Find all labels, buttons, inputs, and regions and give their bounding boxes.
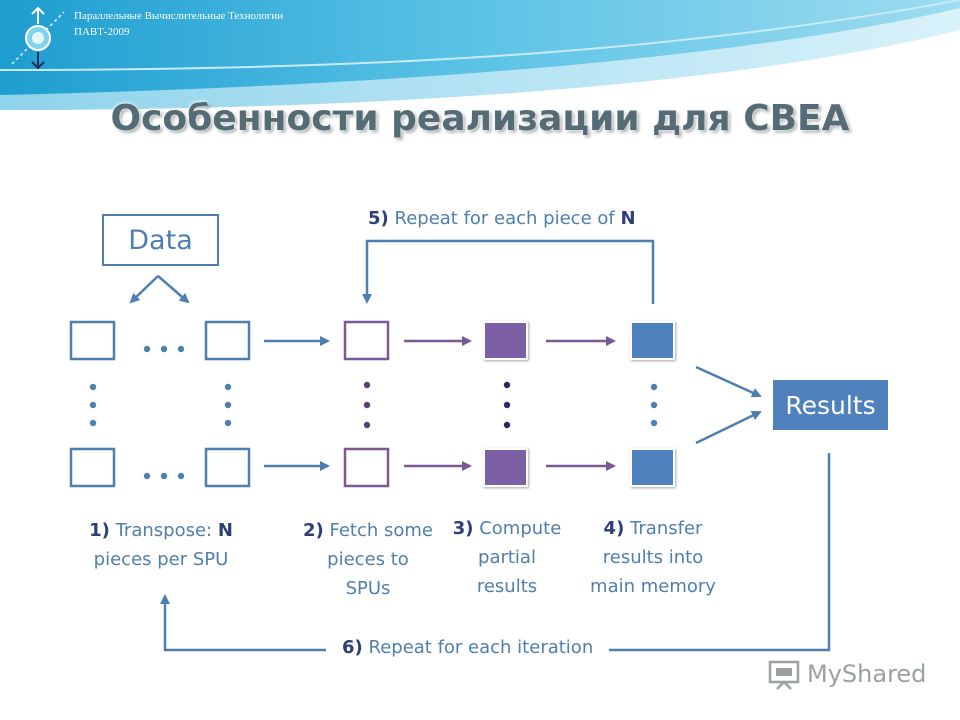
step3-text: Compute — [479, 518, 562, 539]
step5-label: 5) Repeat for each piece of N — [368, 208, 636, 229]
results-box: Results — [773, 380, 888, 430]
step1-caption: 1) Transpose: N pieces per SPU — [66, 516, 256, 574]
compute-box — [483, 321, 528, 360]
step6-number: 6) — [342, 637, 363, 658]
step5-n: N — [620, 208, 636, 229]
vertical-ellipsis — [503, 381, 511, 429]
step4-rest1: results into — [602, 547, 704, 568]
step1-n: N — [217, 520, 233, 541]
data-piece-box — [69, 447, 116, 488]
slide-title: Особенности реализации для CBEA — [110, 98, 850, 139]
data-piece-box — [204, 320, 251, 361]
step3-caption: 3) Compute partial results — [444, 514, 570, 601]
vertical-ellipsis — [89, 383, 232, 427]
horizontal-ellipsis — [143, 345, 185, 480]
transfer-box — [630, 321, 675, 360]
step1-rest: pieces per SPU — [93, 549, 229, 570]
spu-local-box — [343, 320, 390, 361]
step1-text: Transpose: — [115, 520, 213, 541]
data-piece-box — [69, 320, 116, 361]
step4-caption: 4) Transfer results into main memory — [578, 514, 728, 601]
results-arrow — [695, 365, 762, 398]
step3-rest1: partial — [478, 547, 536, 568]
conference-header: Параллельные Вычислительные Технологии П… — [74, 8, 283, 40]
loop-arrow-pieces — [362, 239, 655, 304]
conference-logo-icon — [11, 6, 65, 70]
compute-box — [483, 448, 528, 487]
conference-name: Параллельные Вычислительные Технологии — [74, 10, 284, 22]
step4-number: 4) — [603, 518, 625, 539]
spu-local-box — [343, 447, 390, 488]
step3-rest2: results — [476, 576, 538, 597]
step4-text: Transfer — [630, 518, 703, 539]
step6-label: 6) Repeat for each iteration — [326, 624, 610, 672]
step5-number: 5) — [368, 208, 389, 229]
presentation-icon — [768, 660, 800, 690]
results-arrow — [695, 410, 762, 445]
step2-caption: 2) Fetch some pieces to SPUs — [292, 516, 444, 603]
data-split-arrow-right — [157, 275, 190, 304]
step2-number: 2) — [302, 520, 324, 541]
data-split-arrow-left — [129, 275, 159, 304]
step6-text: Repeat for each iteration — [368, 637, 594, 658]
watermark-logo: MyShared — [767, 658, 926, 690]
step3-number: 3) — [452, 518, 474, 539]
conference-year: ПАВТ-2009 — [74, 26, 130, 38]
step5-text: Repeat for each piece of — [394, 208, 615, 229]
step1-number: 1) — [89, 520, 110, 541]
step2-text: Fetch some — [329, 520, 434, 541]
logo-text: MyShared — [807, 660, 927, 688]
data-box: Data — [102, 214, 219, 266]
step2-rest2: SPUs — [345, 578, 391, 599]
vertical-ellipsis — [650, 383, 658, 427]
vertical-ellipsis — [363, 381, 371, 429]
step2-rest1: pieces to — [327, 549, 409, 570]
data-piece-box — [204, 447, 251, 488]
step4-rest2: main memory — [590, 576, 716, 597]
header-wave — [0, 0, 960, 110]
transfer-box — [630, 448, 675, 487]
